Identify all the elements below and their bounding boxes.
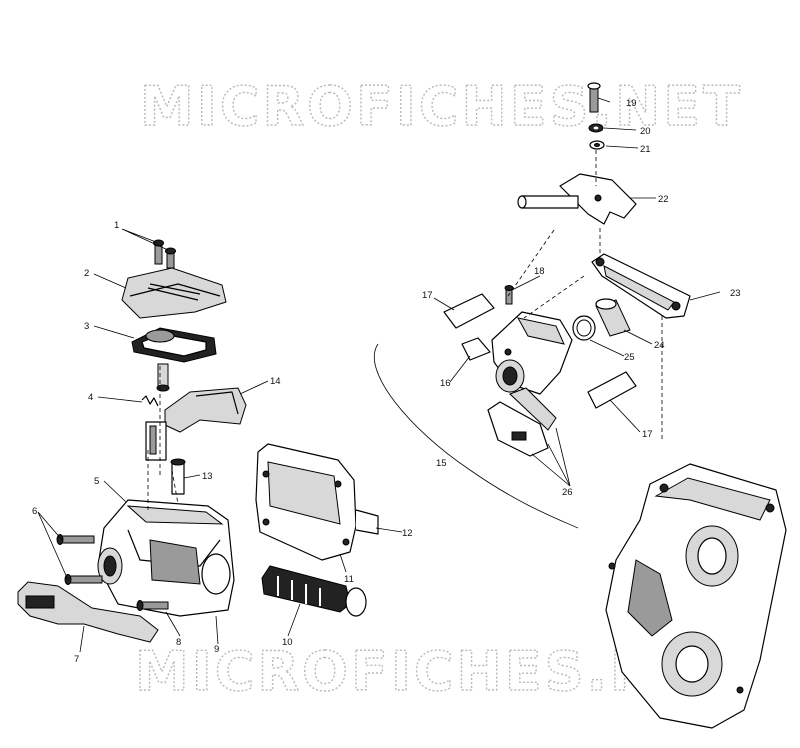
part-spring	[141, 363, 170, 407]
part-pin	[170, 458, 186, 495]
callout-9: 9	[214, 644, 219, 655]
callout-1: 1	[114, 220, 119, 231]
part-casting	[605, 463, 787, 729]
callout-13: 13	[202, 471, 213, 482]
part-screw-18	[504, 285, 514, 305]
callout-21: 21	[640, 144, 651, 155]
part-caliper	[461, 311, 573, 395]
callout-25: 25	[624, 352, 635, 363]
part-screws-top	[153, 239, 176, 269]
callout-8: 8	[176, 637, 181, 648]
part-brake-lever	[17, 581, 159, 643]
callout-5: 5	[94, 476, 99, 487]
part-bracket	[517, 173, 637, 225]
part-gasket	[131, 327, 217, 363]
part-lever	[145, 387, 247, 461]
part-bushing	[572, 298, 631, 341]
part-frame	[591, 253, 691, 319]
part-pad-17a	[443, 293, 495, 329]
part-housing	[97, 499, 235, 617]
part-cover	[121, 267, 227, 319]
callout-7: 7	[74, 654, 79, 665]
callout-11: 11	[344, 574, 354, 585]
callout-24: 24	[654, 340, 665, 351]
callout-12: 12	[402, 528, 413, 539]
part-grip	[261, 565, 367, 617]
callout-14: 14	[270, 376, 281, 387]
callout-26: 26	[562, 487, 573, 498]
callout-10: 10	[282, 637, 293, 648]
part-control-housing	[255, 443, 379, 561]
bracket-line-15	[373, 343, 579, 529]
callout-16: 16	[440, 378, 451, 389]
watermark-top: MICROFICHES.NET	[140, 75, 743, 138]
part-pad-17b	[587, 371, 637, 409]
callout-labels: 1 2 3 4 5 6 7 8 9 10 11 12 13 14 15 16 1…	[32, 98, 741, 665]
callout-2: 2	[84, 268, 89, 279]
callout-4: 4	[88, 392, 93, 403]
callout-23: 23	[730, 288, 741, 299]
callout-22: 22	[658, 194, 669, 205]
part-bolt-19	[587, 82, 605, 150]
callout-20: 20	[640, 126, 651, 137]
part-brake-pads	[487, 387, 557, 457]
callout-6: 6	[32, 506, 37, 517]
callout-3: 3	[84, 321, 89, 332]
callout-17a: 17	[422, 290, 433, 301]
callout-17b: 17	[642, 429, 653, 440]
callout-15: 15	[436, 458, 447, 469]
part-bolt-8	[136, 600, 169, 611]
part-bolts-left	[56, 534, 103, 585]
leader-lines	[37, 97, 721, 653]
callout-18: 18	[534, 266, 545, 277]
callout-19: 19	[626, 98, 637, 109]
